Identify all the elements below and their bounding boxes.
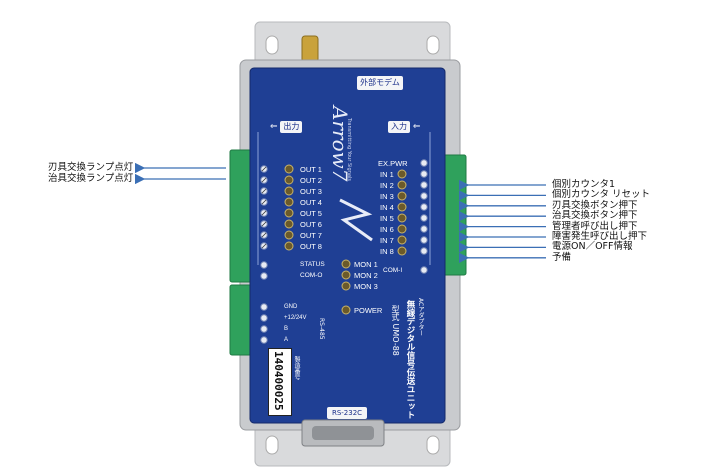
mon1-led — [341, 259, 351, 269]
screw-icon — [260, 325, 268, 333]
input-label: 入力 — [388, 121, 410, 133]
mon3-label: MON 3 — [354, 282, 378, 291]
power-term-b: B — [284, 326, 289, 332]
power-term-vin: +12/24V — [284, 315, 307, 321]
in-led-3 — [397, 191, 407, 201]
input-section-header: 入力 ⇐ — [388, 121, 420, 133]
power-term-gnd: GND — [284, 304, 298, 310]
screw-icon — [420, 214, 428, 222]
screw-icon — [260, 272, 268, 280]
in-led-5 — [397, 213, 407, 223]
screw-icon — [420, 236, 428, 244]
power-term-a: A — [284, 337, 289, 343]
screw-icon — [260, 336, 268, 344]
rs232c-label: RS-232C — [327, 407, 367, 419]
com-i-label: COM-I — [383, 267, 403, 274]
screw-icon — [420, 181, 428, 189]
right-callout-label-3: 刃具交換ボタン押下 — [552, 199, 638, 211]
brand-tagline: Transmitting Your Signals — [346, 118, 352, 181]
serial-caption: 製造番号 — [293, 356, 300, 380]
out-label-8: OUT 8 — [300, 241, 322, 251]
in-label-3: IN 3 — [380, 191, 394, 201]
right-callout-label-1: 個別カウンタ1 — [552, 179, 616, 190]
in-led-1 — [397, 169, 407, 179]
output-label: 出力 — [280, 121, 303, 133]
out-led-4 — [284, 197, 294, 207]
in-led-6 — [397, 224, 407, 234]
product-adapter: ACアダプター — [417, 298, 424, 337]
out-led-5 — [284, 208, 294, 218]
out-label-7: OUT 7 — [300, 230, 322, 240]
in-led-2 — [397, 180, 407, 190]
right-callout-label-5: 管理者呼び出し押下 — [552, 220, 638, 232]
right-callout-label-2: 個別カウンタ リセット — [552, 189, 651, 201]
out-led-1 — [284, 164, 294, 174]
in-label-6: IN 6 — [380, 224, 394, 234]
right-callout-label-4: 治具交換ボタン押下 — [552, 210, 638, 222]
screw-icon — [260, 261, 268, 269]
out-label-3: OUT 3 — [300, 186, 322, 196]
in-label-5: IN 5 — [380, 213, 394, 223]
screw-icon — [420, 192, 428, 200]
screw-icon — [420, 170, 428, 178]
power-led — [341, 305, 351, 315]
left-callout-label-2: 治具交換ランプ点灯 — [48, 173, 134, 184]
rs485-label: RS-485 — [318, 318, 325, 340]
in-led-8 — [397, 246, 407, 256]
in-led-4 — [397, 202, 407, 212]
out-led-7 — [284, 230, 294, 240]
serial-plate: 140400025 — [268, 348, 292, 416]
right-callout-label-8: 予備 — [552, 251, 572, 263]
in-label-8: IN 8 — [380, 246, 394, 256]
right-callout-label-6: 障害発生呼び出し押下 — [552, 231, 648, 242]
left-callout-label-1: 刃具交換ランプ点灯 — [48, 162, 134, 173]
mon2-led — [341, 270, 351, 280]
out-led-3 — [284, 186, 294, 196]
com-o-label: COM-O — [300, 272, 323, 279]
out-label-6: OUT 6 — [300, 219, 322, 229]
antenna-connector — [301, 35, 319, 63]
screw-icon — [260, 314, 268, 322]
power-label: POWER — [354, 306, 383, 315]
arrow-left-icon: ⇐ — [270, 122, 278, 132]
screw-icon — [260, 303, 268, 311]
arrow-left-icon: ⇐ — [412, 122, 421, 132]
mon3-led — [341, 281, 351, 291]
status-label: STATUS — [300, 261, 325, 268]
out-label-1: OUT 1 — [300, 164, 322, 174]
mon1-label: MON 1 — [354, 260, 378, 269]
in-label-2: IN 2 — [380, 180, 394, 190]
modem-badge: 外部モデム — [357, 76, 403, 90]
out-label-2: OUT 2 — [300, 175, 322, 185]
in-label-7: IN 7 — [380, 235, 394, 245]
in-label-1: IN 1 — [380, 169, 394, 179]
out-label-5: OUT 5 — [300, 208, 322, 218]
output-section-header: ⇐ 出力 — [270, 121, 303, 133]
brand-zigzag — [339, 198, 373, 242]
product-model: 型式 UMO-88 — [391, 305, 400, 356]
in-label-0: EX.PWR — [378, 158, 408, 168]
screw-icon — [420, 225, 428, 233]
screw-icon — [420, 159, 428, 167]
serial-number: 140400025 — [272, 351, 285, 411]
out-label-4: OUT 4 — [300, 197, 322, 207]
out-led-2 — [284, 175, 294, 185]
screw-icon — [420, 266, 428, 274]
product-name: 無線デジタル信号伝送ユニット — [405, 300, 415, 419]
out-led-8 — [284, 241, 294, 251]
in-label-4: IN 4 — [380, 202, 394, 212]
mon2-label: MON 2 — [354, 271, 378, 280]
right-callout-label-7: 電源ON／OFF情報 — [552, 241, 633, 253]
screw-icon — [420, 203, 428, 211]
in-led-7 — [397, 235, 407, 245]
screw-icon — [420, 247, 428, 255]
out-led-6 — [284, 219, 294, 229]
